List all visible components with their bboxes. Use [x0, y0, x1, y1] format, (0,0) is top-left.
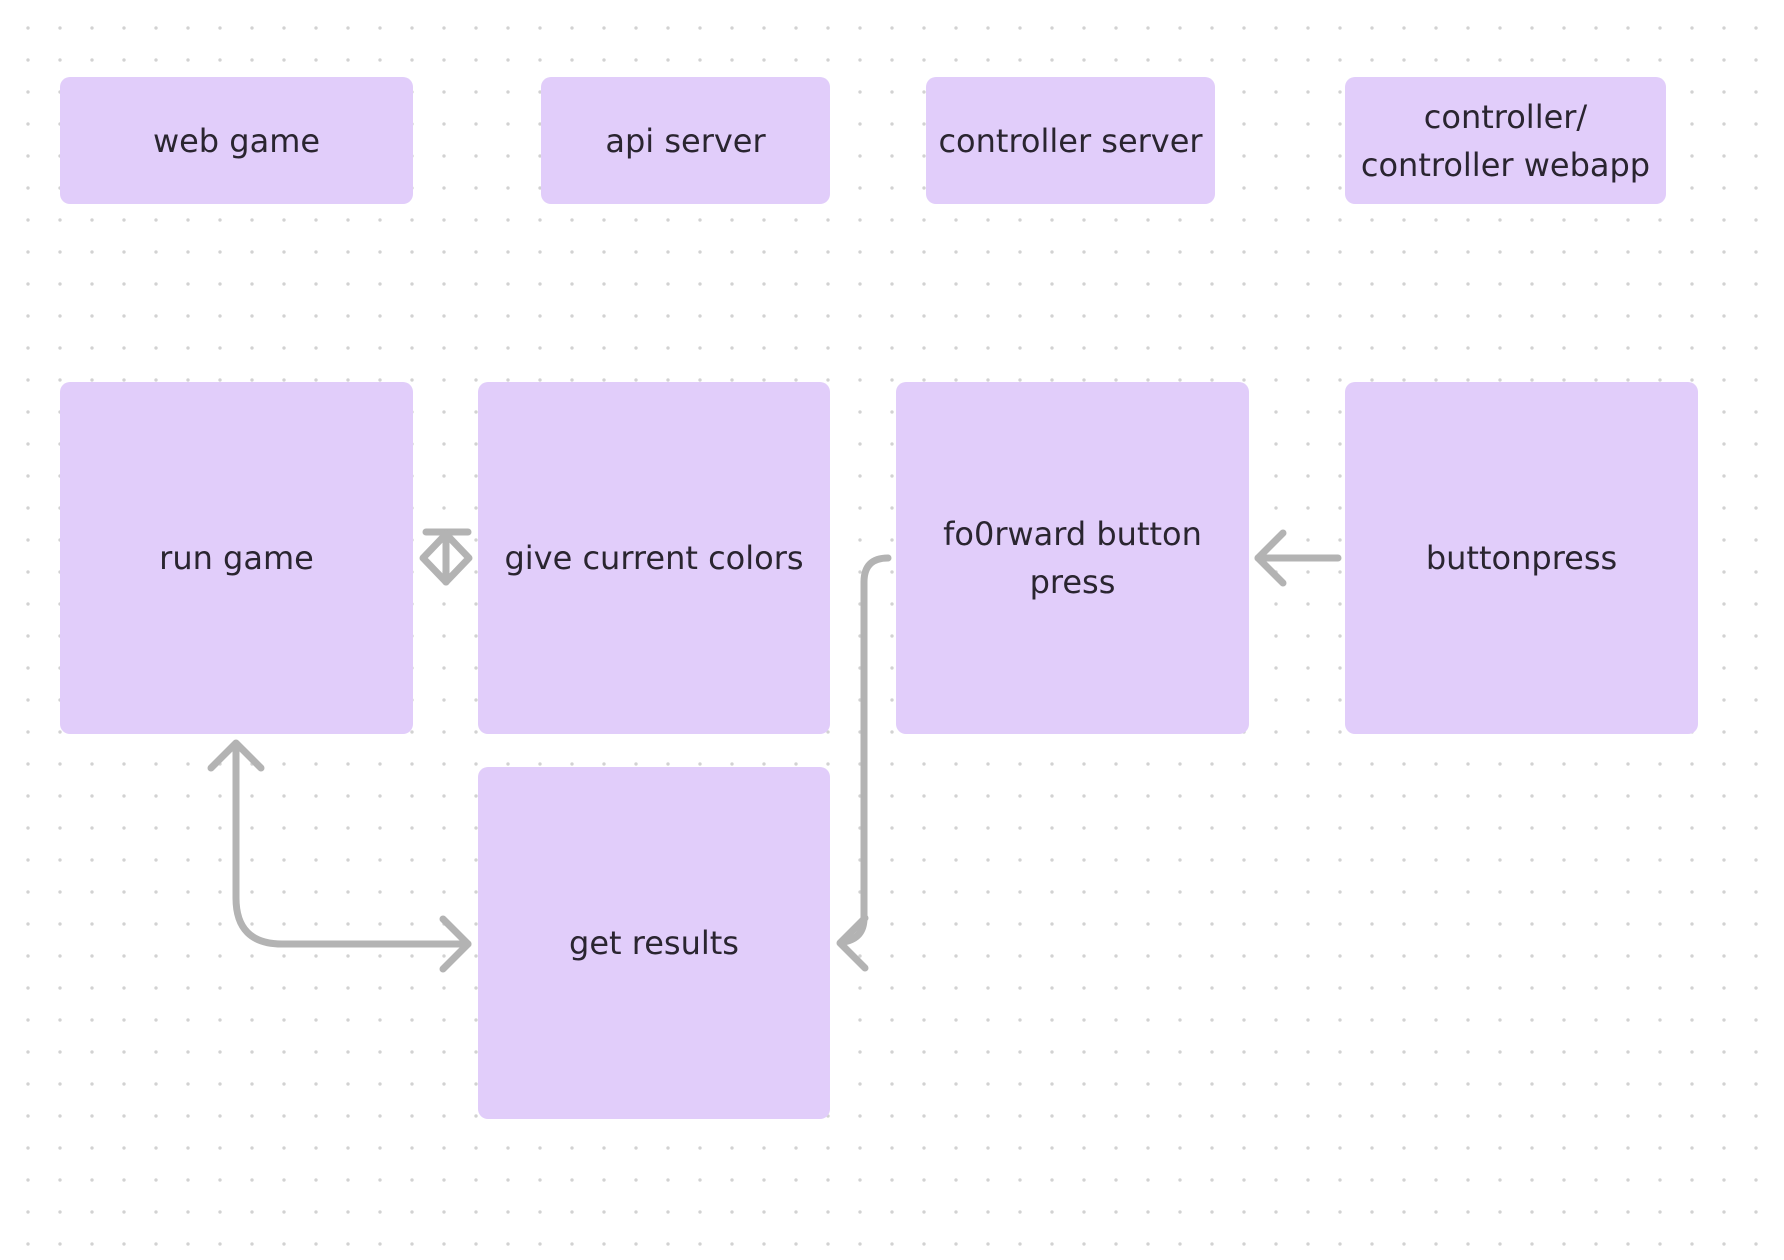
lane-header-label: controller server: [938, 121, 1203, 160]
lane-header-label: web game: [152, 121, 321, 160]
lane-header-controller-server[interactable]: controller server: [926, 77, 1215, 204]
lane-header-web-game[interactable]: web game: [60, 77, 413, 204]
lane-header-label: controller/ controller webapp: [1360, 97, 1651, 184]
lane-header-api-server[interactable]: api server: [541, 77, 830, 204]
step-label: buttonpress: [1425, 539, 1618, 577]
lane-header-label: api server: [605, 121, 766, 160]
step-label: fo0rward button press: [943, 515, 1202, 601]
step-forward-button-press[interactable]: fo0rward button press: [896, 382, 1249, 734]
connector-forward-button-press-to-get-results[interactable]: [836, 554, 892, 972]
connector-run-game-to-give-current-colors[interactable]: [419, 528, 473, 586]
step-run-game[interactable]: run game: [60, 382, 413, 734]
step-give-current-colors[interactable]: give current colors: [478, 382, 830, 734]
lane-header-controller-webapp[interactable]: controller/ controller webapp: [1345, 77, 1666, 204]
step-get-results[interactable]: get results: [478, 767, 830, 1119]
step-label: run game: [159, 539, 314, 577]
connector-buttonpress-to-forward-button-press[interactable]: [1254, 529, 1342, 587]
step-buttonpress[interactable]: buttonpress: [1345, 382, 1698, 734]
step-label: get results: [569, 924, 739, 962]
connector-get-results-to-run-game[interactable]: [207, 739, 472, 973]
step-label: give current colors: [504, 539, 804, 577]
